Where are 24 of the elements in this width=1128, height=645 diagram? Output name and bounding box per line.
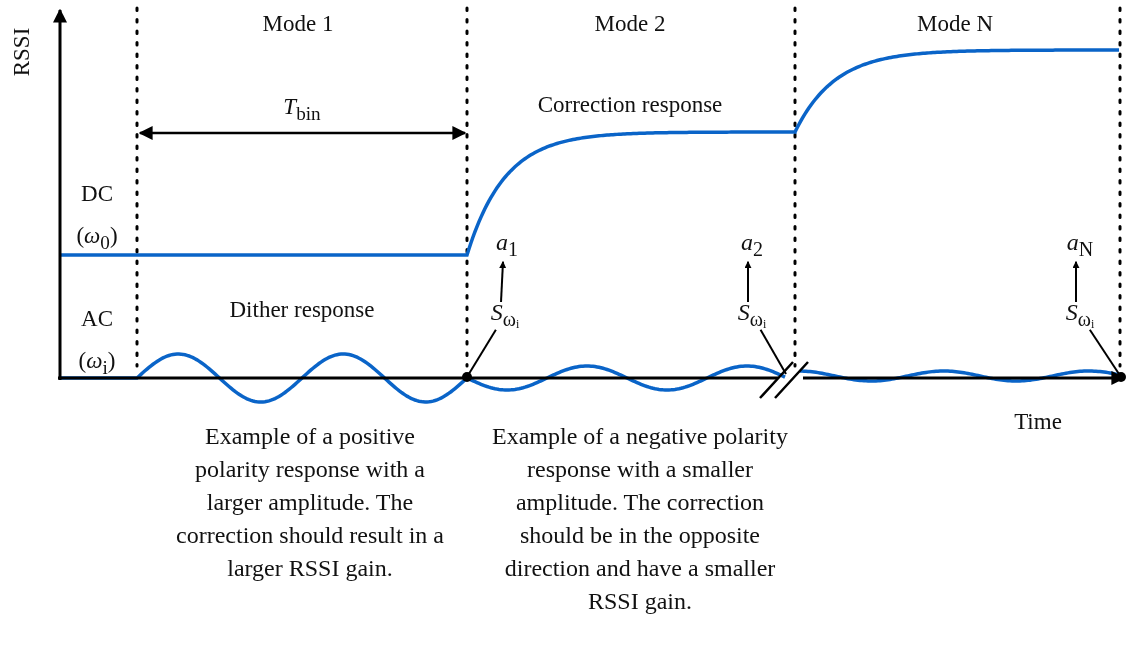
leader-line (1088, 328, 1126, 382)
curve-label: Correction response (537, 93, 723, 118)
mode-label: Mode 2 (594, 12, 666, 37)
leader-line (462, 328, 497, 382)
axis-label: RSSI (9, 27, 35, 77)
symbol-label: S$_{ωᵢ}$ (1065, 300, 1095, 330)
arrow (1072, 260, 1080, 303)
leader-line (759, 328, 787, 375)
axis-level-label: AC (ω$_{i}$) (77, 305, 117, 380)
mode-label: Mode 1 (262, 12, 334, 37)
mode-label: Mode N (917, 12, 993, 37)
annotation-text: Example of a negative polarity response with a smaller amplitude. The correction should be in the opposite direction and have a smaller RSSI gain. (491, 422, 789, 616)
symbol-label: a$_{2}$ (741, 230, 763, 260)
annotation-text: Example of a positive polarity response with a larger amplitude. The correction should result in a larger RSSI gain. (175, 422, 445, 583)
duration-label: T$_{bin}$ (283, 95, 321, 124)
symbol-label: a$_{N}$ (1066, 230, 1094, 260)
curve-label: Dither response (229, 298, 375, 323)
symbol-label: a$_{1}$ (496, 230, 518, 260)
axis-label: Time (1014, 410, 1062, 435)
axis-level-label: DC (ω$_{0}$) (75, 180, 119, 255)
arrow (499, 260, 507, 303)
symbol-label: S$_{ωᵢ}$ (737, 300, 767, 330)
arrow (744, 260, 752, 303)
symbol-label: S$_{ωᵢ}$ (490, 300, 520, 330)
